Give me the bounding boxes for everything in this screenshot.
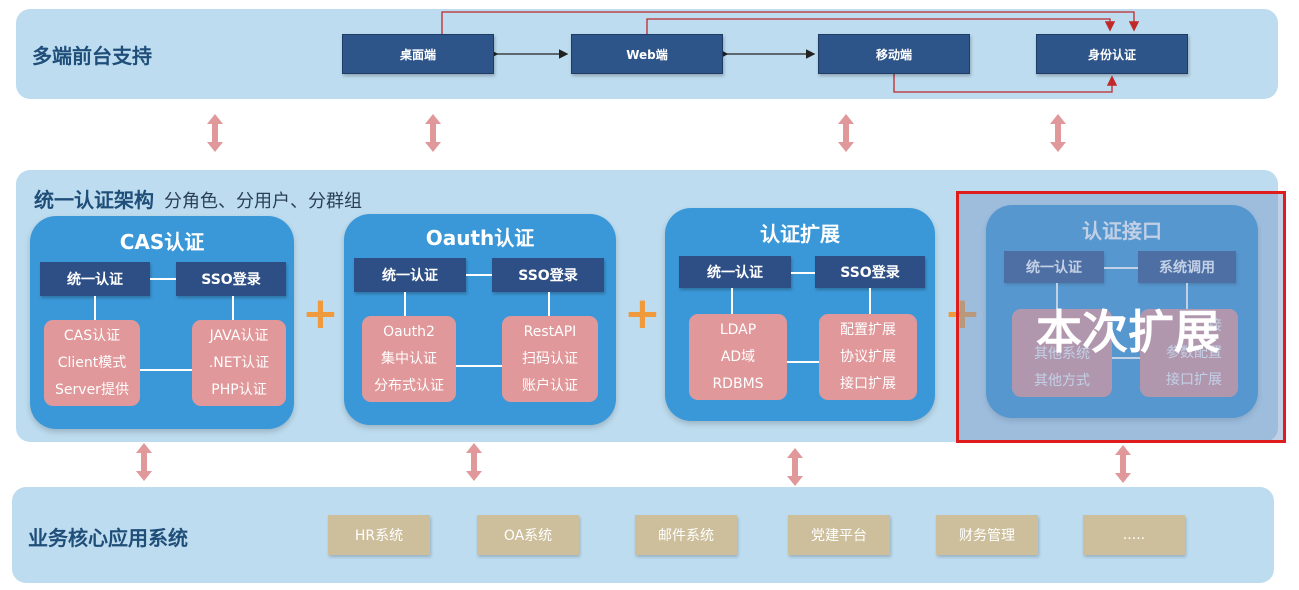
connector-line (1186, 283, 1188, 309)
double-arrow-icon (425, 114, 441, 152)
card-title: 认证接口 (1082, 219, 1162, 243)
header-unified-auth: 统一认证 (679, 256, 791, 288)
card-auth-interface: 认证接口 统一认证 系统调用 其他系统 其他方式 接 参数配置 接口扩展 (986, 205, 1258, 418)
header-unified-auth: 统一认证 (1004, 251, 1104, 283)
list-item: RestAPI (523, 323, 577, 340)
list-item: 分布式认证 (374, 377, 444, 394)
connector-line (1104, 267, 1138, 269)
list-item: PHP认证 (211, 381, 267, 398)
connector-line (1056, 283, 1058, 309)
list-item: JAVA认证 (209, 327, 269, 344)
header-unified-auth: 统一认证 (354, 258, 466, 292)
double-arrow-icon (1050, 114, 1066, 152)
header-system-call: 系统调用 (1138, 251, 1236, 283)
header-sso-login: SSO登录 (176, 262, 286, 296)
header-unified-auth: 统一认证 (40, 262, 150, 296)
connector-line (731, 288, 733, 314)
list-item: 其他方式 (1034, 373, 1090, 389)
system-item: 财务管理 (936, 515, 1038, 555)
double-arrow-icon (207, 114, 223, 152)
list-item: 接口扩展 (840, 375, 896, 392)
card-title: CAS认证 (119, 230, 205, 254)
card-title: 认证扩展 (760, 222, 840, 246)
auth-architecture-title-text: 统一认证架构 (34, 188, 154, 212)
double-arrow-icon (136, 443, 152, 481)
list-item: Client模式 (57, 354, 127, 371)
double-arrow-icon (787, 448, 803, 486)
list-left: CAS认证 Client模式 Server提供 (44, 320, 140, 406)
list-item: RDBMS (712, 375, 764, 392)
plus-icon: + (302, 288, 339, 339)
connector-line (787, 361, 819, 363)
header-sso-login: SSO登录 (492, 258, 604, 292)
list-item: 接口扩展 (1166, 371, 1222, 388)
system-item: OA系统 (477, 515, 579, 555)
system-item: 邮件系统 (635, 515, 737, 555)
plus-icon: + (624, 288, 661, 339)
list-item: 配置扩展 (840, 321, 896, 338)
list-item: .NET认证 (208, 354, 270, 371)
connector-line (548, 292, 550, 316)
highlight-label: 本次扩展 (1036, 305, 1220, 359)
list-item: 接 (1208, 317, 1222, 334)
card-cas: CAS认证 统一认证 SSO登录 CAS认证 Client模式 Server提供… (30, 216, 294, 429)
highlight-box (956, 191, 1286, 443)
top-connector-lines (441, 11, 1140, 93)
connector-line (456, 365, 502, 367)
auth-architecture-subtitle: 分角色、分用户、分群组 (164, 191, 362, 212)
connector-line (140, 369, 192, 371)
list-item: 协议扩展 (840, 348, 896, 365)
frontend-band-title: 多端前台支持 (32, 44, 152, 68)
card-title: Oauth认证 (425, 226, 535, 250)
list-item: Oauth2 (383, 323, 435, 340)
list-right: JAVA认证 .NET认证 PHP认证 (192, 320, 286, 406)
node-web: Web端 (571, 34, 723, 74)
connector-line (466, 274, 492, 276)
connector-line (94, 296, 96, 320)
list-left: Oauth2 集中认证 分布式认证 (362, 316, 456, 402)
card-oauth: Oauth认证 统一认证 SSO登录 Oauth2 集中认证 分布式认证 Res… (344, 214, 616, 425)
list-item: 其他系统 (1034, 346, 1090, 362)
list-right: 配置扩展 协议扩展 接口扩展 (819, 314, 917, 400)
business-systems-title: 业务核心应用系统 (28, 526, 188, 550)
connector-line (150, 278, 176, 280)
connector-line (869, 288, 871, 314)
list-right: 接 参数配置 接口扩展 (1140, 309, 1238, 397)
connector-line (232, 296, 234, 320)
auth-architecture-title: 统一认证架构分角色、分用户、分群组 (34, 184, 362, 213)
connector-line (791, 272, 815, 274)
header-sso-login: SSO登录 (815, 256, 925, 288)
node-mobile: 移动端 (818, 34, 970, 74)
node-identity-auth: 身份认证 (1036, 34, 1188, 74)
list-item: LDAP (719, 321, 757, 338)
list-item: 参数配置 (1166, 344, 1222, 361)
list-item: CAS认证 (63, 327, 121, 344)
double-arrow-icon (838, 114, 854, 152)
node-desktop: 桌面端 (342, 34, 494, 74)
double-arrow-icon (466, 443, 482, 481)
list-item: AD域 (720, 348, 756, 365)
connector-line (404, 292, 406, 316)
list-item: 扫码认证 (522, 350, 578, 367)
list-item: 账户认证 (522, 377, 578, 394)
plus-icon: + (944, 288, 981, 339)
connector-line (1112, 357, 1140, 359)
double-arrow-icon (1115, 445, 1131, 483)
system-item: HR系统 (328, 515, 430, 555)
list-left: LDAP AD域 RDBMS (689, 314, 787, 400)
list-left: 其他系统 其他方式 (1012, 309, 1112, 397)
system-item: ..... (1083, 515, 1185, 555)
list-item: 集中认证 (381, 350, 437, 367)
list-item: Server提供 (55, 381, 129, 398)
system-item: 党建平台 (788, 515, 890, 555)
list-right: RestAPI 扫码认证 账户认证 (502, 316, 598, 402)
card-auth-extension: 认证扩展 统一认证 SSO登录 LDAP AD域 RDBMS 配置扩展 协议扩展… (665, 208, 935, 421)
